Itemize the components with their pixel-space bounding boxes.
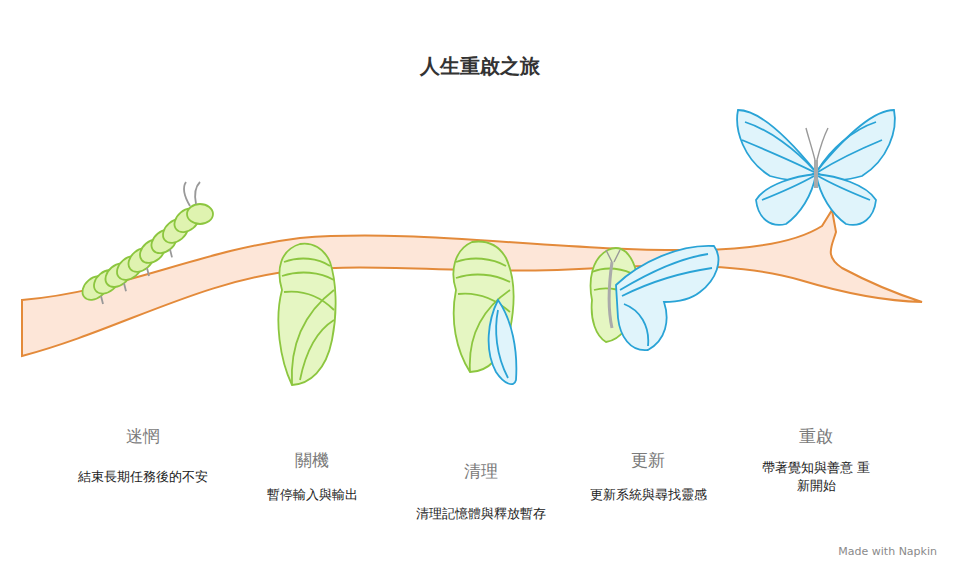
stage-description: 更新系統與尋找靈感 — [590, 486, 707, 504]
stage-heading: 清理 — [464, 460, 498, 483]
stage-heading: 更新 — [631, 449, 665, 472]
caterpillar-leg — [124, 283, 126, 291]
caterpillar-antenna — [184, 182, 200, 206]
diagram-title: 人生重啟之旅 — [420, 53, 540, 80]
stage-heading: 關機 — [295, 449, 329, 472]
watermark: Made with Napkin — [838, 545, 937, 558]
caterpillar-head — [187, 204, 213, 224]
stage-description: 帶著覺知與善意 重新開始 — [761, 459, 871, 495]
butterfly-emerging — [591, 246, 719, 350]
caterpillar-leg — [147, 268, 149, 276]
butterfly — [737, 110, 895, 225]
caterpillar-leg — [101, 296, 103, 304]
stage-description: 清理記憶體與釋放暫存 — [416, 505, 546, 523]
stage-description: 暫停輸入與輸出 — [267, 486, 358, 504]
chrysalis — [278, 244, 335, 385]
caterpillar — [78, 182, 213, 305]
stage-description: 結束長期任務後的不安 — [78, 468, 208, 486]
stage-heading: 重啟 — [799, 425, 833, 448]
caterpillar-leg — [170, 249, 172, 257]
stage-heading: 迷惘 — [126, 425, 160, 448]
chrysalis-opening — [453, 242, 516, 385]
